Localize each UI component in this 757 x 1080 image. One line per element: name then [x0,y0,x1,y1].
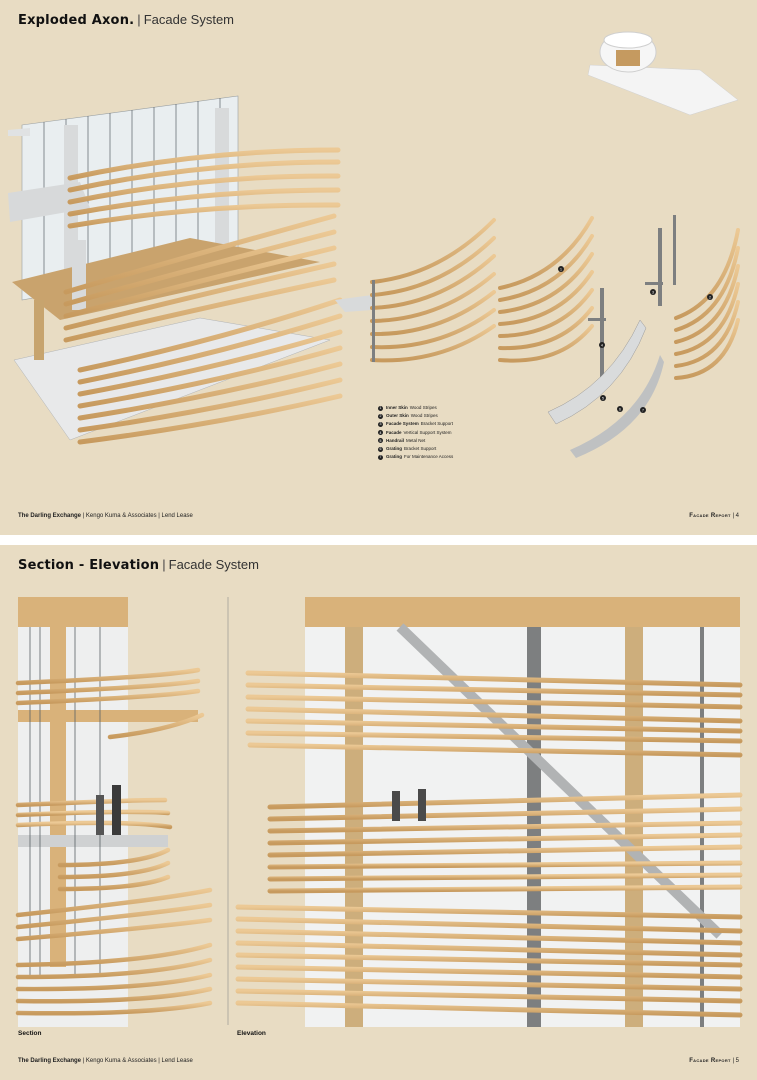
page-exploded-axon: Exploded Axon.|Facade System [0,0,757,535]
part-label-4: 4 [599,342,605,348]
svg-text:1: 1 [560,268,562,272]
part-labels: 1 2 3 4 5 6 7 [558,266,713,413]
part-label-2: 2 [707,294,713,300]
part-label-6: 6 [617,406,623,412]
footer-page-number: Facade Report | 5 [689,1058,739,1064]
svg-text:2: 2 [709,296,711,300]
page-title: Section - Elevation|Facade System [18,557,259,573]
main-facade-louvres [63,147,343,445]
svg-text:5: 5 [602,397,604,401]
exploded-grating [547,319,664,458]
footer-page-number: Facade Report | 4 [689,513,739,519]
page-title: Exploded Axon.|Facade System [18,12,235,28]
section-drawing [15,597,213,1027]
key-plan-image [587,31,739,116]
part-label-5: 5 [600,395,606,401]
svg-text:4: 4 [601,344,603,348]
exploded-vertical-supports [588,215,676,378]
part-label-1: 1 [558,266,564,272]
page-section-elevation: Section - Elevation|Facade System [0,545,757,1080]
elevation-drawing [235,597,743,1027]
elevation-caption: Elevation [237,1030,266,1037]
part-label-7: 7 [640,407,646,413]
part-label-3: 3 [650,289,656,295]
section-elevation-drawing [15,597,743,1027]
exploded-inner-skin [498,216,594,363]
section-caption: Section [18,1030,42,1037]
svg-text:7: 7 [642,409,644,413]
footer-credits: The Darling Exchange | Kengo Kuma & Asso… [18,1058,193,1064]
exploded-axon-drawing: 1 2 3 4 5 6 7 [8,31,740,458]
svg-text:6: 6 [619,408,621,412]
footer-credits: The Darling Exchange | Kengo Kuma & Asso… [18,513,193,519]
exploded-handrail-layer [335,218,496,363]
exploded-outer-skin [674,228,740,380]
svg-text:3: 3 [652,291,654,295]
